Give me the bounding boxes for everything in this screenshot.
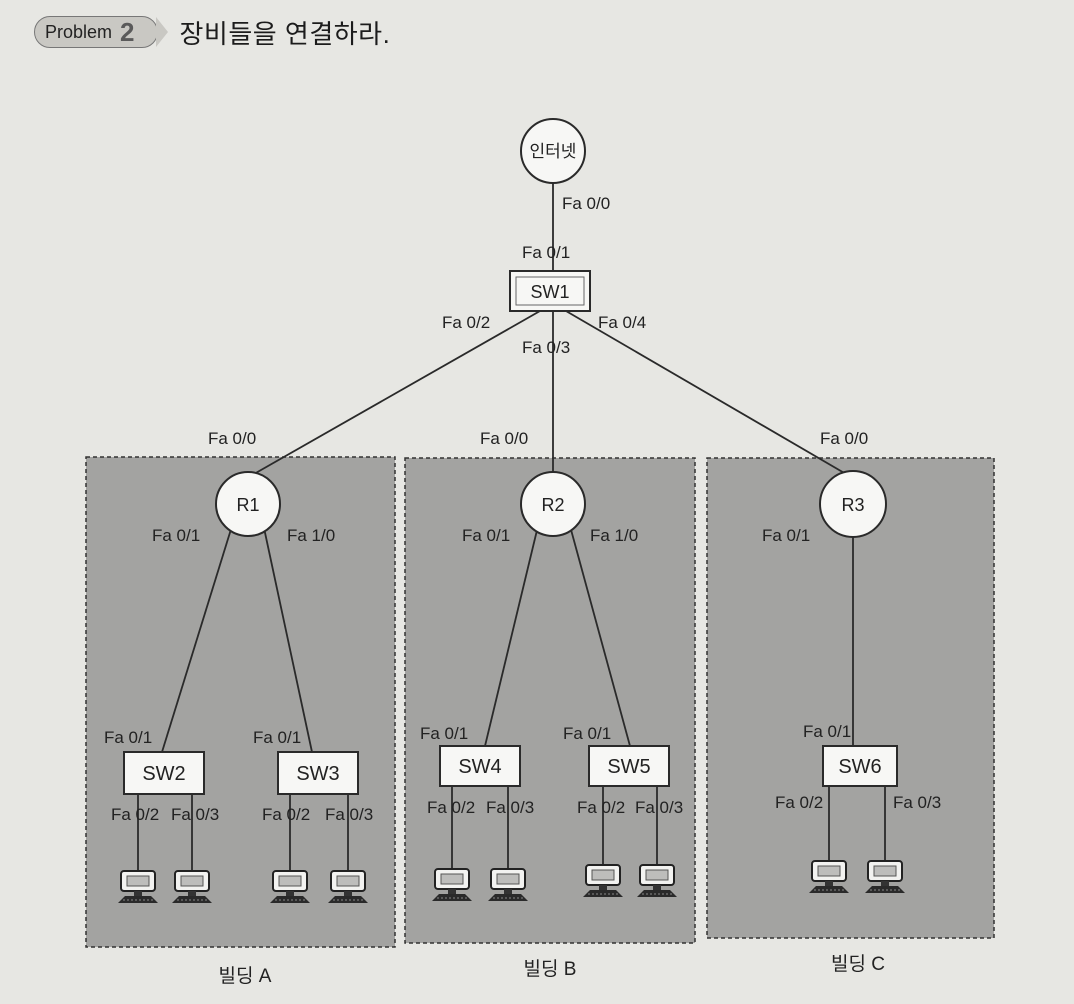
link-r2-sw4 bbox=[484, 525, 539, 747]
building-a-label: 빌딩 A bbox=[219, 965, 272, 987]
port-label: Fa 1/0 bbox=[590, 526, 638, 545]
port-label: Fa 0/1 bbox=[152, 526, 200, 545]
sw3-node bbox=[277, 751, 359, 795]
computer-icon bbox=[487, 868, 529, 902]
r3-node bbox=[819, 470, 887, 538]
computer-icon bbox=[582, 864, 624, 898]
link-r1-sw3 bbox=[263, 527, 313, 753]
port-label: Fa 0/2 bbox=[111, 805, 159, 824]
sw2-label: SW2 bbox=[142, 763, 185, 785]
port-label: Fa 1/0 bbox=[287, 526, 335, 545]
port-label: Fa 0/1 bbox=[104, 728, 152, 747]
port-label: Fa 0/2 bbox=[262, 805, 310, 824]
building-c-label: 빌딩 C bbox=[831, 953, 885, 975]
problem-header: Problem 2 장비들을 연결하라. bbox=[34, 14, 390, 50]
port-label: Fa 0/1 bbox=[803, 722, 851, 741]
port-label: Fa 0/0 bbox=[208, 429, 256, 448]
r1-node bbox=[215, 471, 281, 537]
link-sw1-r1 bbox=[253, 310, 541, 475]
badge-arrow-tip bbox=[155, 17, 168, 47]
port-label: Fa 0/3 bbox=[635, 798, 683, 817]
link-r2-sw5 bbox=[569, 525, 631, 747]
sw2-node bbox=[123, 751, 205, 795]
sw1-inner-frame bbox=[515, 276, 585, 306]
building-c-area bbox=[706, 457, 995, 939]
problem-badge-number: 2 bbox=[120, 16, 135, 47]
problem-badge-label: Problem bbox=[45, 21, 113, 42]
port-label: Fa 0/1 bbox=[522, 243, 570, 262]
port-label: Fa 0/2 bbox=[775, 793, 823, 812]
link-r1-sw2 bbox=[161, 525, 233, 753]
r1-label: R1 bbox=[236, 495, 259, 515]
port-label: Fa 0/3 bbox=[893, 793, 941, 812]
sw1-node bbox=[509, 270, 591, 312]
port-label: Fa 0/3 bbox=[486, 798, 534, 817]
problem-badge: Problem 2 bbox=[34, 16, 158, 48]
port-label: Fa 0/3 bbox=[325, 805, 373, 824]
port-label: Fa 0/0 bbox=[820, 429, 868, 448]
port-label: Fa 0/2 bbox=[577, 798, 625, 817]
sw6-node bbox=[822, 745, 898, 787]
computer-icon bbox=[808, 860, 850, 894]
sw3-label: SW3 bbox=[296, 763, 339, 785]
port-label: Fa 0/4 bbox=[598, 313, 646, 332]
port-label: Fa 0/2 bbox=[427, 798, 475, 817]
computer-icon bbox=[117, 870, 159, 904]
port-label: Fa 0/0 bbox=[562, 194, 610, 213]
r2-label: R2 bbox=[541, 495, 564, 515]
sw4-node bbox=[439, 745, 521, 787]
problem-title: 장비들을 연결하라. bbox=[179, 18, 391, 49]
computer-icon bbox=[171, 870, 213, 904]
building-b-area bbox=[404, 457, 696, 944]
sw4-label: SW4 bbox=[458, 756, 501, 778]
port-label: Fa 0/2 bbox=[442, 313, 490, 332]
port-label: Fa 0/1 bbox=[462, 526, 510, 545]
computer-icon bbox=[327, 870, 369, 904]
building-b-label: 빌딩 B bbox=[524, 958, 577, 980]
port-label: Fa 0/0 bbox=[480, 429, 528, 448]
sw5-node bbox=[588, 745, 670, 787]
port-label: Fa 0/3 bbox=[171, 805, 219, 824]
internet-label: 인터넷 bbox=[530, 142, 577, 161]
port-label: Fa 0/1 bbox=[420, 724, 468, 743]
port-label: Fa 0/3 bbox=[522, 338, 570, 357]
port-labels: Fa 0/0 Fa 0/1 Fa 0/2 Fa 0/3 Fa 0/4 Fa 0/… bbox=[104, 194, 941, 824]
links bbox=[137, 183, 886, 872]
port-label: Fa 0/1 bbox=[762, 526, 810, 545]
port-label: Fa 0/1 bbox=[253, 728, 301, 747]
sw1-label: SW1 bbox=[530, 282, 569, 302]
r2-node bbox=[520, 471, 586, 537]
port-label: Fa 0/1 bbox=[563, 724, 611, 743]
computer-icon bbox=[269, 870, 311, 904]
computer-icon bbox=[864, 860, 906, 894]
link-sw1-r3 bbox=[565, 310, 847, 475]
sw5-label: SW5 bbox=[607, 756, 650, 778]
computer-icon bbox=[636, 864, 678, 898]
sw6-label: SW6 bbox=[838, 756, 881, 778]
internet-node bbox=[520, 118, 586, 184]
computer-icon bbox=[431, 868, 473, 902]
r3-label: R3 bbox=[841, 495, 864, 515]
